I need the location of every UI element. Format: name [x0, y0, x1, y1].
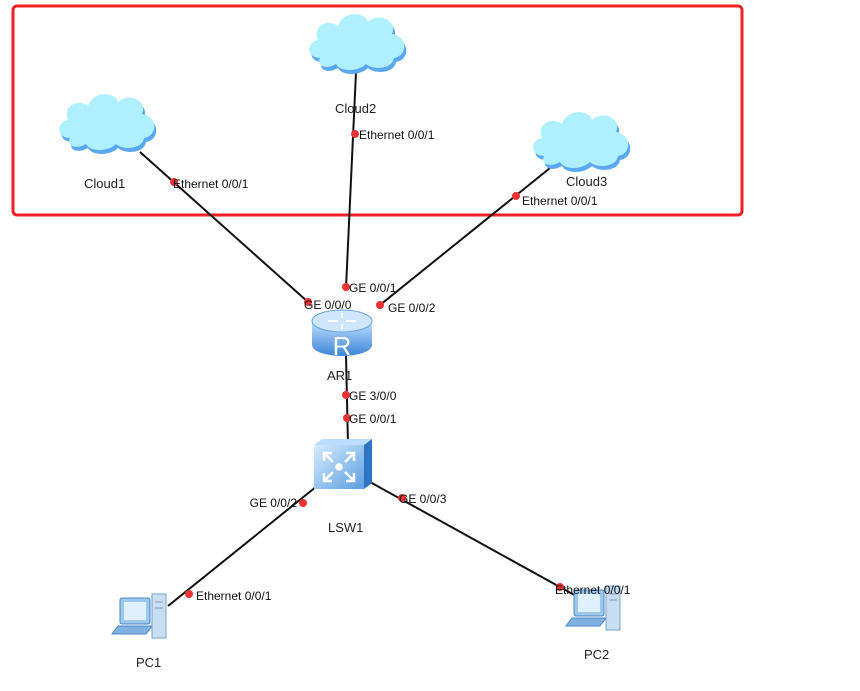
port-dot	[299, 499, 307, 507]
pc1-label: PC1	[136, 655, 161, 670]
port-label: GE 0/0/1	[349, 412, 397, 426]
port-dot	[304, 298, 312, 306]
port-dot	[556, 583, 564, 591]
port-label: Ethernet 0/0/1	[196, 589, 272, 603]
links	[139, 71, 579, 607]
port-label: GE 3/0/0	[349, 389, 397, 403]
cloud1[interactable]	[59, 94, 157, 154]
link-cloud3-ar1[interactable]	[379, 167, 551, 306]
lsw1-label: LSW1	[328, 520, 363, 535]
port-dot	[351, 130, 359, 138]
port-label: GE 0/0/2	[250, 496, 298, 510]
highlight-box	[11, 4, 744, 217]
ar1-label: AR1	[327, 368, 352, 383]
port-dot	[342, 283, 350, 291]
port-dot	[185, 590, 193, 598]
cloud2-label: Cloud2	[335, 101, 376, 116]
port-label: GE 0/0/1	[349, 281, 397, 295]
port-dot	[376, 301, 384, 309]
port-label: GE 0/0/0	[304, 298, 352, 312]
port-label: Ethernet 0/0/1	[173, 177, 249, 191]
link-cloud2-ar1[interactable]	[345, 71, 357, 289]
port-label: Ethernet 0/0/1	[555, 583, 631, 597]
router-ar1[interactable]: R	[311, 309, 373, 361]
port-dot	[398, 494, 406, 502]
cloud1-label: Cloud1	[84, 176, 125, 191]
router-r-glyph: R	[333, 331, 352, 361]
switch-lsw1[interactable]	[314, 439, 372, 489]
cloud2[interactable]	[309, 14, 407, 74]
cloud3-label: Cloud3	[566, 174, 607, 189]
port-dot	[170, 178, 178, 186]
link-lsw1-pc1[interactable]	[167, 481, 323, 607]
switch-arrows-icon	[322, 451, 356, 483]
link-cloud1-ar1[interactable]	[139, 151, 309, 303]
link-ar1-lsw1[interactable]	[345, 354, 349, 446]
port-label: GE 0/0/2	[388, 301, 436, 315]
port-dot	[512, 192, 520, 200]
pc1[interactable]	[111, 593, 167, 639]
port-label: GE 0/0/3	[399, 492, 447, 506]
link-lsw1-pc2[interactable]	[369, 481, 579, 598]
port-label: Ethernet 0/0/1	[359, 128, 435, 142]
router-arrows-icon	[328, 313, 356, 329]
port-dot	[342, 391, 350, 399]
port-dot	[343, 414, 351, 422]
port-label: Ethernet 0/0/1	[522, 194, 598, 208]
port-dots	[170, 130, 564, 598]
pc2-label: PC2	[584, 647, 609, 662]
cloud3[interactable]	[533, 112, 631, 172]
